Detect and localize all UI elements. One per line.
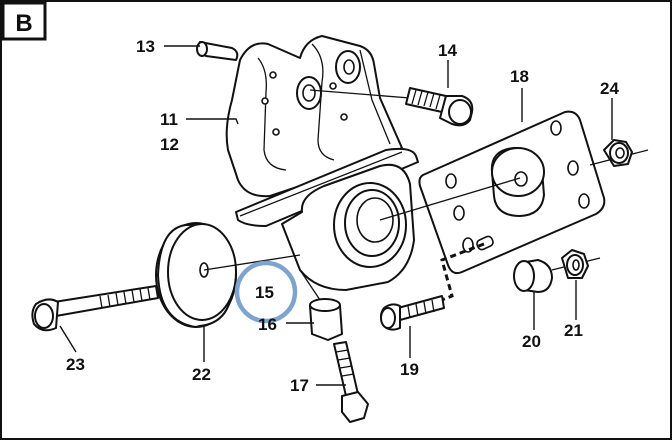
spacer-20 bbox=[513, 259, 553, 293]
callout-20: 20 bbox=[522, 332, 541, 351]
callout-23: 23 bbox=[66, 355, 85, 374]
washer-disc-22 bbox=[155, 222, 237, 328]
callout-24: 24 bbox=[600, 79, 619, 98]
callout-11: 11 bbox=[160, 110, 178, 129]
callout-13: 13 bbox=[136, 37, 155, 56]
bolt-19 bbox=[380, 295, 445, 331]
callout-12: 12 bbox=[160, 135, 179, 154]
sleeve-16 bbox=[309, 298, 343, 341]
section-label-box: B bbox=[1, 1, 47, 41]
bolt-23 bbox=[31, 285, 159, 332]
callout-21: 21 bbox=[564, 321, 583, 340]
leader-lines bbox=[59, 45, 613, 386]
callout-15: 15 bbox=[255, 283, 274, 302]
pin-13 bbox=[196, 41, 239, 61]
mount-housing bbox=[281, 163, 415, 301]
callout-17: 17 bbox=[290, 376, 309, 395]
bolt-17 bbox=[333, 341, 369, 423]
callout-22: 22 bbox=[192, 365, 211, 384]
section-label: B bbox=[15, 10, 32, 37]
bolt-14 bbox=[309, 87, 474, 127]
callout-19: 19 bbox=[400, 360, 419, 379]
highlight-circle bbox=[234, 260, 298, 324]
callout-14: 14 bbox=[438, 41, 457, 60]
nut-24 bbox=[589, 139, 649, 167]
callout-18: 18 bbox=[510, 67, 529, 86]
nut-21 bbox=[551, 249, 601, 279]
mounting-plate-18 bbox=[418, 110, 606, 275]
callout-16: 16 bbox=[258, 315, 277, 334]
